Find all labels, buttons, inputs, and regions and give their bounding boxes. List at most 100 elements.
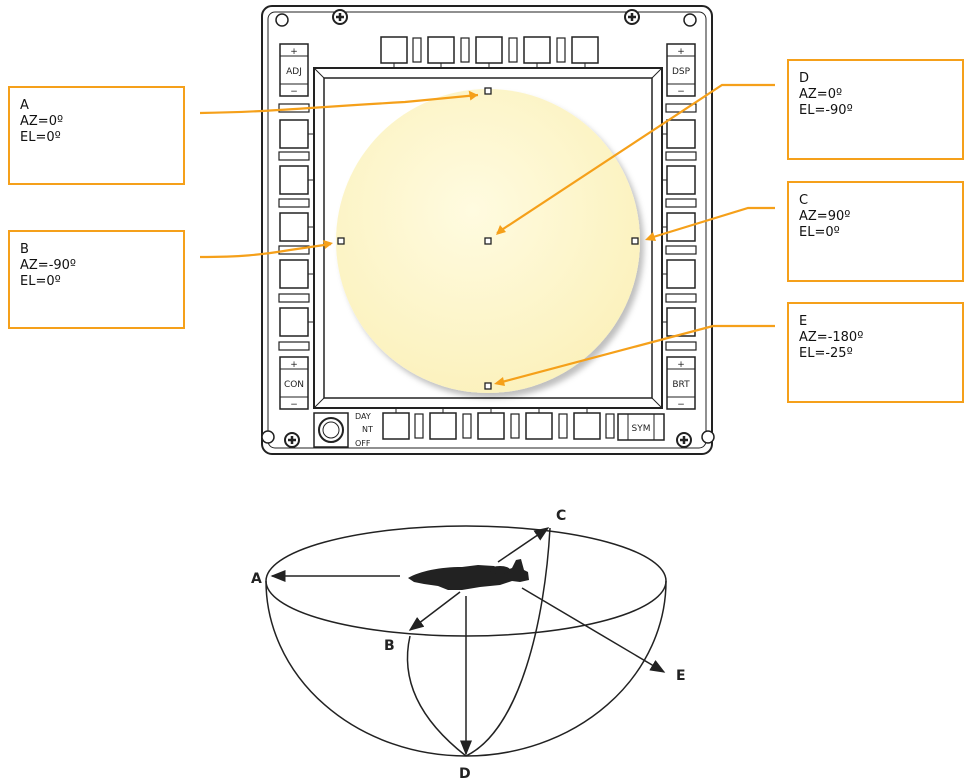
callout-a: A AZ=0º EL=0º (8, 86, 185, 185)
svg-text:+: + (677, 360, 685, 370)
hemi-label-e: E (676, 668, 686, 684)
arrow-c (497, 527, 550, 563)
callout-elevation: EL=0º (20, 274, 61, 289)
osb-button[interactable] (666, 119, 696, 149)
callout-azimuth: AZ=0º (20, 114, 64, 129)
meridian-d-b (406, 635, 467, 757)
hemi-label-a: A (251, 571, 262, 587)
mode-knob[interactable] (313, 412, 349, 448)
osb-button[interactable] (573, 412, 601, 440)
marker-b (337, 237, 345, 245)
osb-button[interactable] (279, 307, 309, 337)
svg-text:+: + (290, 47, 298, 57)
adj-label: ADJ (286, 67, 302, 77)
callout-c: C AZ=90º EL=0º (787, 181, 964, 282)
mount-hole-icon (261, 430, 275, 444)
adj-rocker[interactable]: + ADJ − (279, 43, 309, 97)
callout-elevation: EL=-25º (799, 346, 853, 361)
mount-hole-icon (683, 13, 697, 27)
svg-text:−: − (290, 400, 298, 410)
callout-azimuth: AZ=-180º (799, 330, 864, 345)
osb-button[interactable] (523, 36, 551, 64)
aircraft-icon (408, 559, 529, 590)
callout-b: B AZ=-90º EL=0º (8, 230, 185, 329)
callout-elevation: EL=0º (20, 130, 61, 145)
callout-letter: C (799, 193, 809, 208)
osb-button[interactable] (571, 36, 599, 64)
osb-button[interactable] (279, 259, 309, 289)
screw-icon (624, 9, 640, 25)
screw-icon (284, 432, 300, 448)
osb-button[interactable] (382, 412, 410, 440)
screw-icon (676, 432, 692, 448)
osb-button[interactable] (666, 165, 696, 195)
leader-a (199, 93, 479, 115)
scope-markers (337, 87, 639, 390)
callout-azimuth: AZ=90º (799, 209, 851, 224)
dsp-label: DSP (672, 67, 691, 77)
right-osb-column (662, 103, 697, 351)
osb-button[interactable] (666, 259, 696, 289)
osb-button[interactable] (666, 212, 696, 242)
hemisphere-diagram (265, 525, 667, 757)
mode-nt-label: NT (362, 425, 373, 434)
sym-rocker[interactable]: SYM (617, 413, 665, 441)
callout-azimuth: AZ=0º (799, 87, 843, 102)
svg-text:−: − (677, 400, 685, 410)
marker-e (484, 382, 492, 390)
callout-elevation: EL=-90º (799, 103, 853, 118)
bottom-osb-row (382, 408, 615, 440)
osb-button[interactable] (380, 36, 408, 64)
leader-e (497, 324, 775, 385)
osb-button[interactable] (475, 36, 503, 64)
mode-off-label: OFF (355, 439, 371, 448)
mount-hole-icon (275, 13, 289, 27)
mode-day-label: DAY (355, 412, 371, 421)
top-osb-row (380, 36, 599, 68)
marker-d (484, 237, 492, 245)
osb-button[interactable] (279, 165, 309, 195)
hemi-label-c: C (556, 508, 566, 524)
screen-frame-outer (313, 67, 663, 409)
osb-button[interactable] (427, 36, 455, 64)
bezel-inner-edge (267, 11, 707, 449)
sym-label: SYM (632, 424, 651, 434)
hemi-label-b: B (384, 638, 395, 654)
svg-text:+: + (290, 360, 298, 370)
mount-hole-icon (701, 430, 715, 444)
brt-rocker[interactable]: + BRT − (666, 356, 696, 410)
arrow-e (521, 587, 666, 673)
screw-icon (332, 9, 348, 25)
osb-button[interactable] (429, 412, 457, 440)
brt-label: BRT (672, 380, 690, 390)
osb-button[interactable] (525, 412, 553, 440)
osb-button[interactable] (477, 412, 505, 440)
leader-lines (199, 83, 775, 386)
callout-letter: D (799, 71, 810, 86)
arrow-b (408, 591, 461, 631)
leader-b (199, 242, 332, 259)
callout-d: D AZ=0º EL=-90º (787, 59, 964, 160)
leader-d (496, 83, 775, 234)
marker-a (484, 87, 492, 95)
con-rocker[interactable]: + CON − (279, 356, 309, 410)
left-osb-column (278, 103, 314, 351)
callout-letter: E (799, 314, 808, 329)
svg-text:−: − (290, 87, 298, 97)
osb-button[interactable] (279, 119, 309, 149)
callout-e: E AZ=-180º EL=-25º (787, 302, 964, 403)
callout-letter: B (20, 242, 29, 257)
dsp-rocker[interactable]: + DSP − (666, 43, 696, 97)
marker-c (631, 237, 639, 245)
callout-azimuth: AZ=-90º (20, 258, 77, 273)
con-label: CON (284, 380, 304, 390)
callout-letter: A (20, 98, 29, 113)
hemi-label-d: D (459, 766, 471, 782)
leader-c (649, 206, 775, 240)
meridian-c-d (465, 527, 551, 757)
osb-button[interactable] (279, 212, 309, 242)
svg-text:−: − (677, 87, 685, 97)
callout-elevation: EL=0º (799, 225, 840, 240)
svg-text:+: + (677, 47, 685, 57)
